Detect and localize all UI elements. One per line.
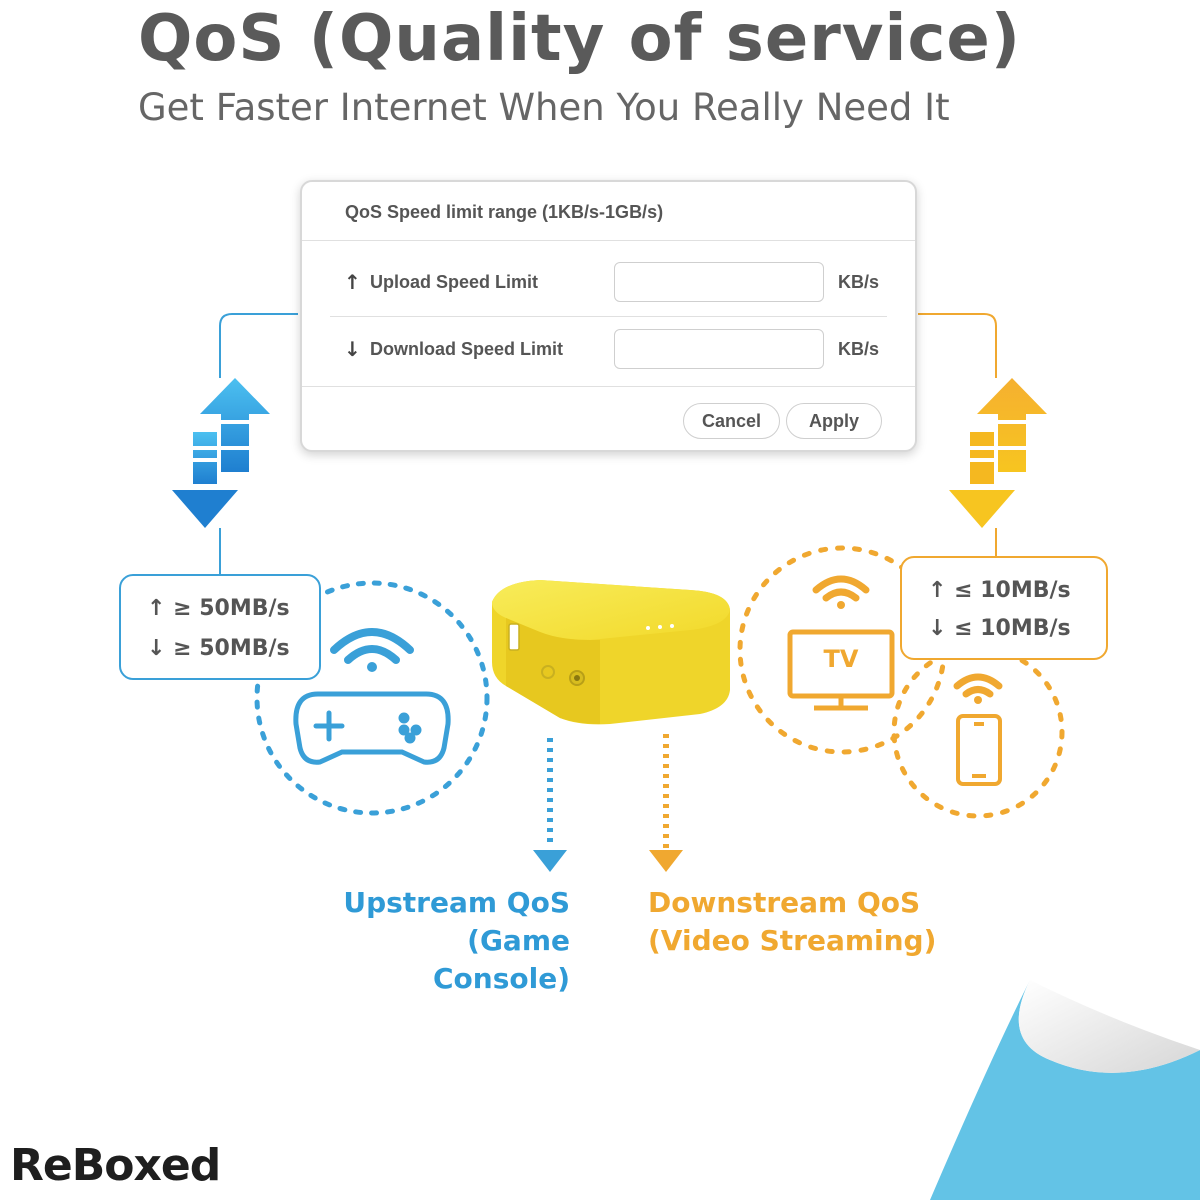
upload-limit-label: Upload Speed Limit [370, 272, 539, 292]
dialog-title: QoS Speed limit range (1KB/s-1GB/s) [345, 202, 664, 222]
cancel-button[interactable]: Cancel [683, 403, 780, 439]
upload-unit-label: KB/s [838, 272, 880, 292]
orange-transfer-arrows-icon [949, 378, 1047, 528]
phone-dotted-circle [891, 645, 1065, 819]
apply-button[interactable]: Apply [786, 403, 882, 439]
gamepad-icon [293, 691, 451, 765]
blue-down-arrowhead-icon [533, 850, 567, 872]
down-arrow-icon: ↓ [928, 616, 947, 641]
download-limit-input[interactable] [614, 329, 824, 369]
page-subtitle: Get Faster Internet When You Really Need… [138, 86, 950, 129]
upload-limit-row: ↑ Upload Speed Limit KB/s [330, 250, 887, 317]
tv-icon [787, 629, 895, 711]
blue-transfer-arrows-icon [172, 378, 270, 528]
up-arrow-icon: ↑ [147, 596, 166, 621]
download-limit-row: ↓ Download Speed Limit KB/s [330, 317, 887, 383]
orange-down-arrowhead-icon [649, 850, 683, 872]
upload-limit-input[interactable] [614, 262, 824, 302]
tv-label: TV [823, 645, 859, 673]
dialog-header: QoS Speed limit range (1KB/s-1GB/s) [302, 182, 915, 241]
blue-wifi-icon [330, 628, 414, 672]
qos-dialog: QoS Speed limit range (1KB/s-1GB/s) ↑ Up… [300, 180, 917, 452]
dialog-footer: Cancel Apply [302, 386, 915, 439]
upstream-speed-box: ↑ ≥ 50MB/s ↓ ≥ 50MB/s [119, 574, 321, 680]
page-title: QoS (Quality of service) [138, 2, 1022, 76]
travel-router-image [492, 580, 730, 725]
downstream-upload-speed: ↑ ≤ 10MB/s [928, 578, 1071, 603]
phone-wifi-icon [953, 673, 1003, 704]
page-peel-decoration [930, 980, 1200, 1200]
downstream-speed-box: ↑ ≤ 10MB/s ↓ ≤ 10MB/s [900, 556, 1108, 660]
down-arrow-icon: ↓ [147, 636, 166, 661]
download-limit-label: Download Speed Limit [370, 339, 564, 359]
upstream-qos-label: Upstream QoS (Game Console) [343, 886, 570, 995]
up-arrow-icon: ↑ [344, 270, 361, 294]
game-console-dotted-circle [254, 580, 490, 816]
orange-connector-line [918, 313, 997, 378]
down-arrow-icon: ↓ [344, 337, 361, 361]
upstream-download-speed: ↓ ≥ 50MB/s [147, 636, 290, 661]
up-arrow-icon: ↑ [928, 578, 947, 603]
downstream-qos-label: Downstream QoS (Video Streaming) [648, 886, 937, 957]
upstream-upload-speed: ↑ ≥ 50MB/s [147, 596, 290, 621]
brand-logo: ReBoxed [10, 1140, 221, 1191]
blue-connector-line [219, 313, 298, 378]
downstream-download-speed: ↓ ≤ 10MB/s [928, 616, 1071, 641]
smartphone-icon [956, 714, 1002, 786]
tv-wifi-icon [812, 575, 870, 609]
download-unit-label: KB/s [838, 339, 880, 359]
